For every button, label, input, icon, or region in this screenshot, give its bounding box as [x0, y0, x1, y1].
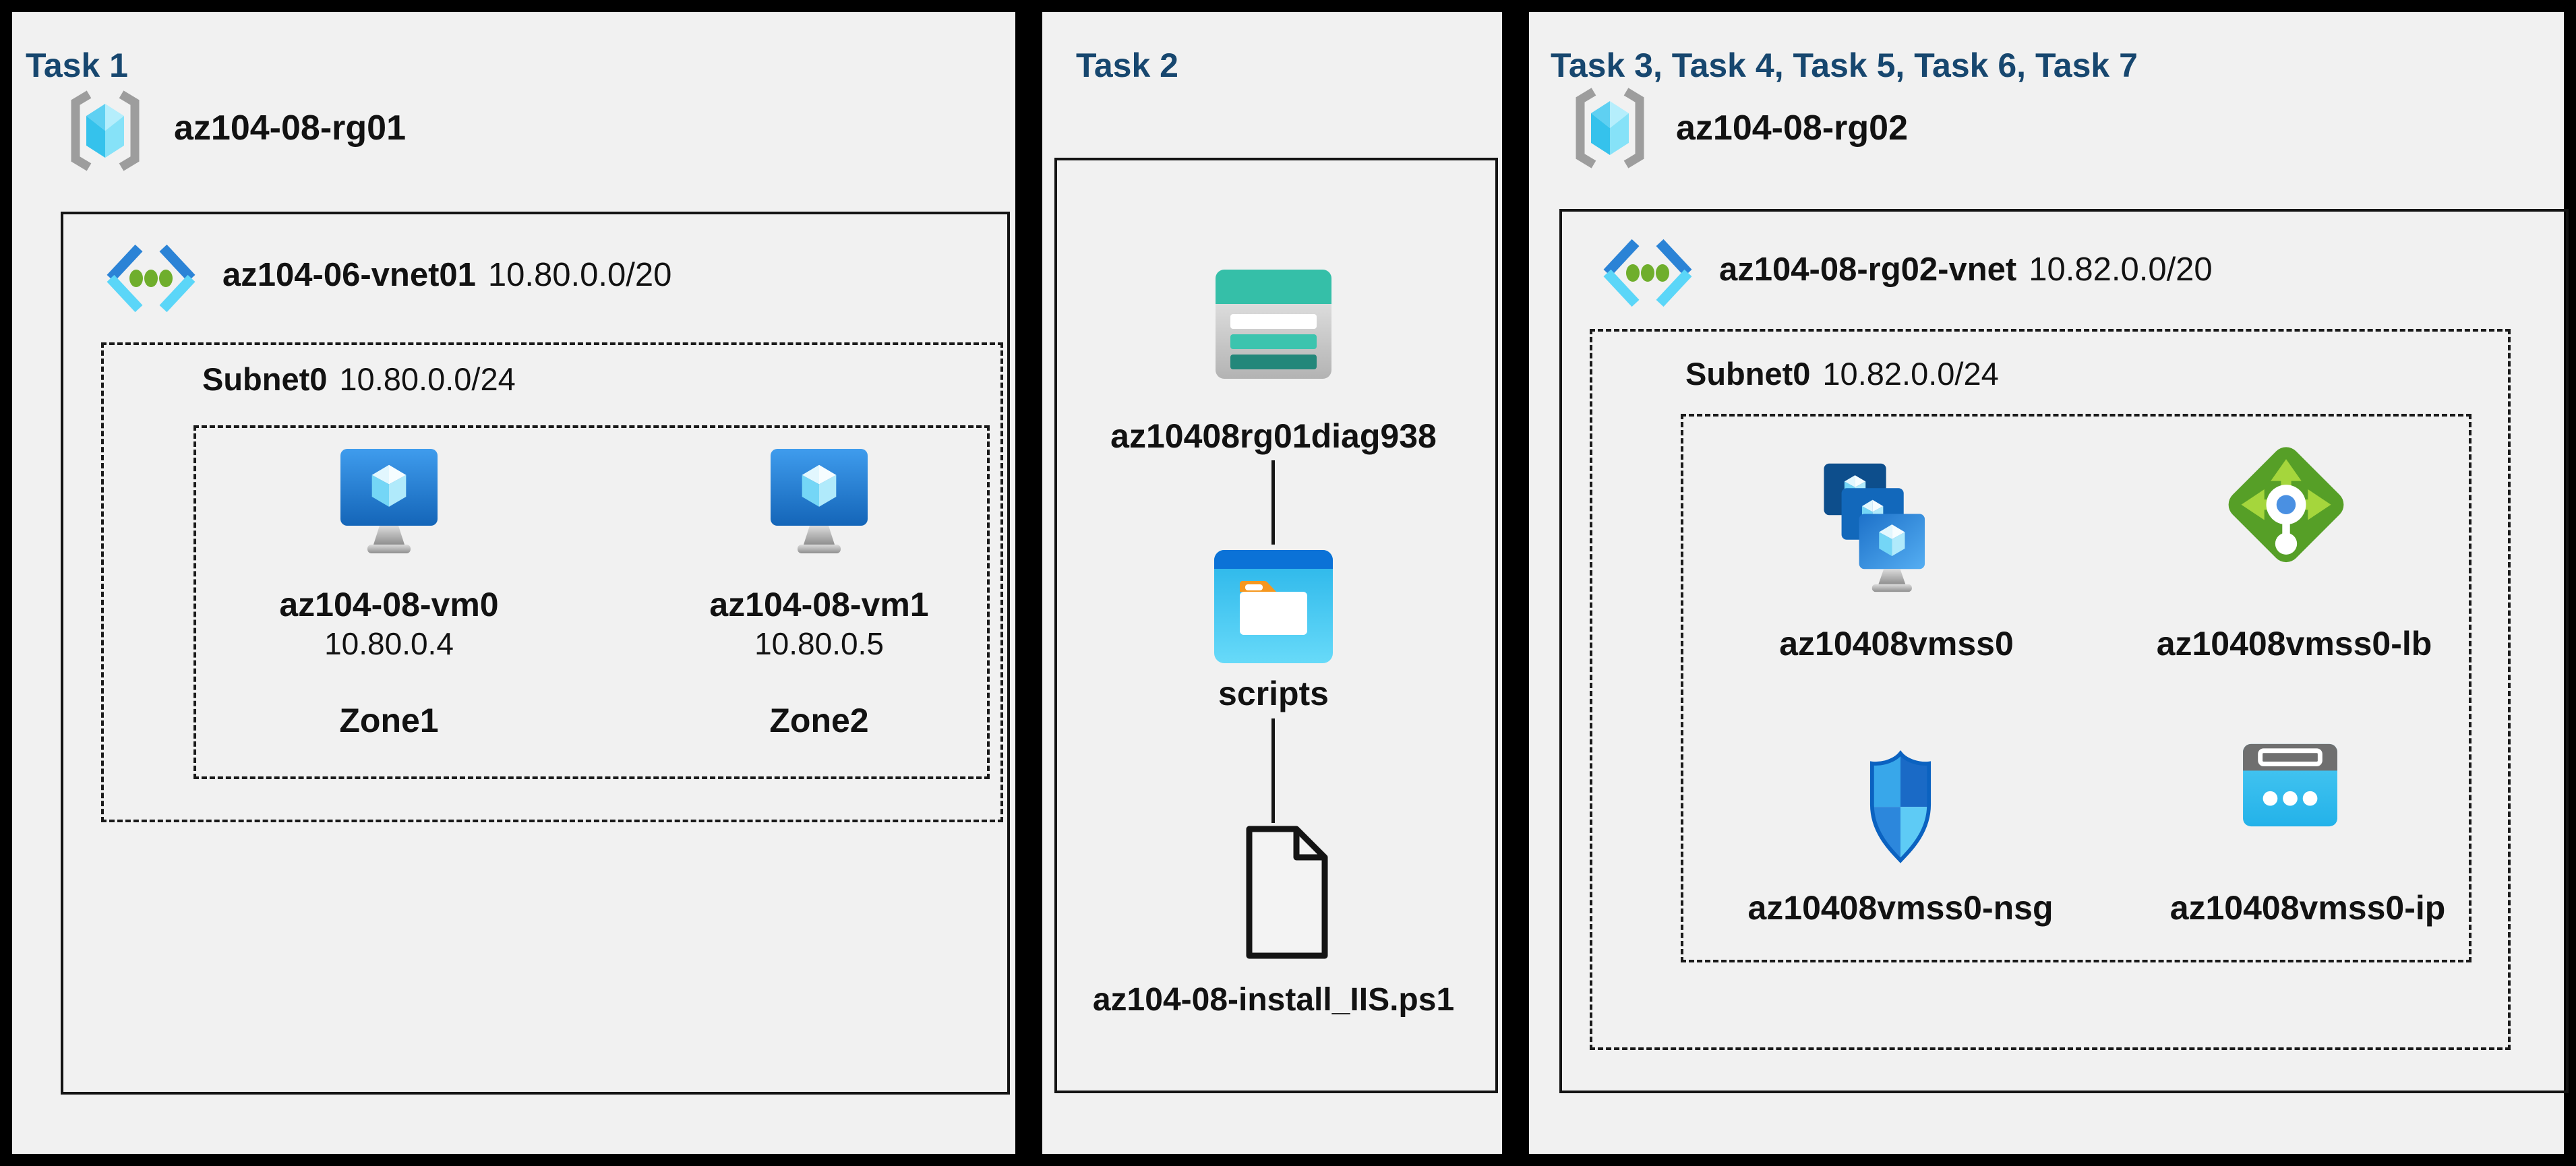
folder-label: scripts	[1218, 675, 1329, 712]
vnet-name-label: az104-08-rg02-vnet	[1719, 251, 2017, 288]
task1-subnet-box	[101, 342, 1003, 822]
subnet-label: Subnet0 10.80.0.0/24	[202, 361, 516, 398]
subnet-cidr-label: 10.82.0.0/24	[1822, 356, 1999, 392]
task2-box	[1054, 158, 1498, 1093]
vm-zone-label: Zone1	[339, 702, 439, 739]
task1-title: Task 1	[26, 46, 128, 84]
storage-account-label: az10408rg01diag938	[1110, 417, 1437, 455]
vnet-name-label: az104-06-vnet01	[222, 257, 476, 293]
connector-line	[1271, 718, 1275, 823]
public-ip-icon	[2240, 740, 2340, 830]
task2-title: Task 2	[1076, 46, 1178, 84]
connector-line	[1271, 460, 1275, 545]
resource-group-label: az104-08-rg01	[174, 109, 406, 148]
vm-zone-label: Zone2	[769, 702, 869, 739]
vm-ip-label: 10.80.0.4	[324, 626, 454, 661]
task2-panel: Task 2 az10408rg01diag938 scripts	[1042, 12, 1502, 1154]
task1-vnet-box	[61, 212, 1010, 1095]
vm-icon	[769, 448, 869, 558]
script-file-label: az104-08-install_IIS.ps1	[1092, 982, 1455, 1018]
task3-title: Task 3, Task 4, Task 5, Task 6, Task 7	[1551, 46, 2138, 84]
task3-vnet-box	[1559, 209, 2569, 1093]
task3-resource-grid-box	[1681, 414, 2472, 962]
task1-vm-group-box	[193, 425, 990, 779]
vm-icon	[339, 448, 439, 558]
load-balancer-label: az10408vmss0-lb	[2156, 625, 2432, 663]
resource-group-icon	[1564, 86, 1656, 170]
task3-subnet-box	[1590, 329, 2511, 1050]
script-file-icon	[1244, 825, 1330, 960]
task1-panel: Task 1 az104-08-rg01	[12, 12, 1015, 1154]
vnet-cidr-label: 10.82.0.0/20	[2029, 251, 2213, 288]
subnet-name-label: Subnet0	[202, 361, 328, 397]
subnet-name-label: Subnet0	[1685, 356, 1811, 392]
subnet-cidr-label: 10.80.0.0/24	[339, 361, 516, 397]
nsg-label: az10408vmss0-nsg	[1747, 889, 2054, 927]
vm-name-label: az104-08-vm0	[279, 586, 499, 623]
virtual-network-icon	[100, 243, 202, 314]
task3-panel: Task 3, Task 4, Task 5, Task 6, Task 7 a…	[1529, 12, 2569, 1154]
virtual-network-icon	[1596, 237, 1699, 309]
vm-name-label: az104-08-vm1	[709, 586, 929, 623]
vnet-cidr-label: 10.80.0.0/20	[487, 257, 672, 293]
resource-group-label: az104-08-rg02	[1676, 109, 1908, 148]
subnet-label: Subnet0 10.82.0.0/24	[1685, 356, 1999, 392]
folder-icon	[1213, 549, 1334, 665]
storage-account-icon	[1213, 267, 1334, 381]
vmss-label: az10408vmss0	[1779, 625, 2014, 663]
public-ip-label: az10408vmss0-ip	[2169, 889, 2446, 927]
load-balancer-icon	[2222, 443, 2350, 585]
vmss-icon	[1822, 453, 1956, 607]
vnet-label: az104-06-vnet01 10.80.0.0/20	[222, 256, 671, 294]
resource-group-icon	[59, 89, 151, 173]
vnet-label: az104-08-rg02-vnet 10.82.0.0/20	[1719, 251, 2213, 288]
nsg-icon	[1859, 745, 1942, 870]
vm-ip-label: 10.80.0.5	[754, 626, 884, 661]
